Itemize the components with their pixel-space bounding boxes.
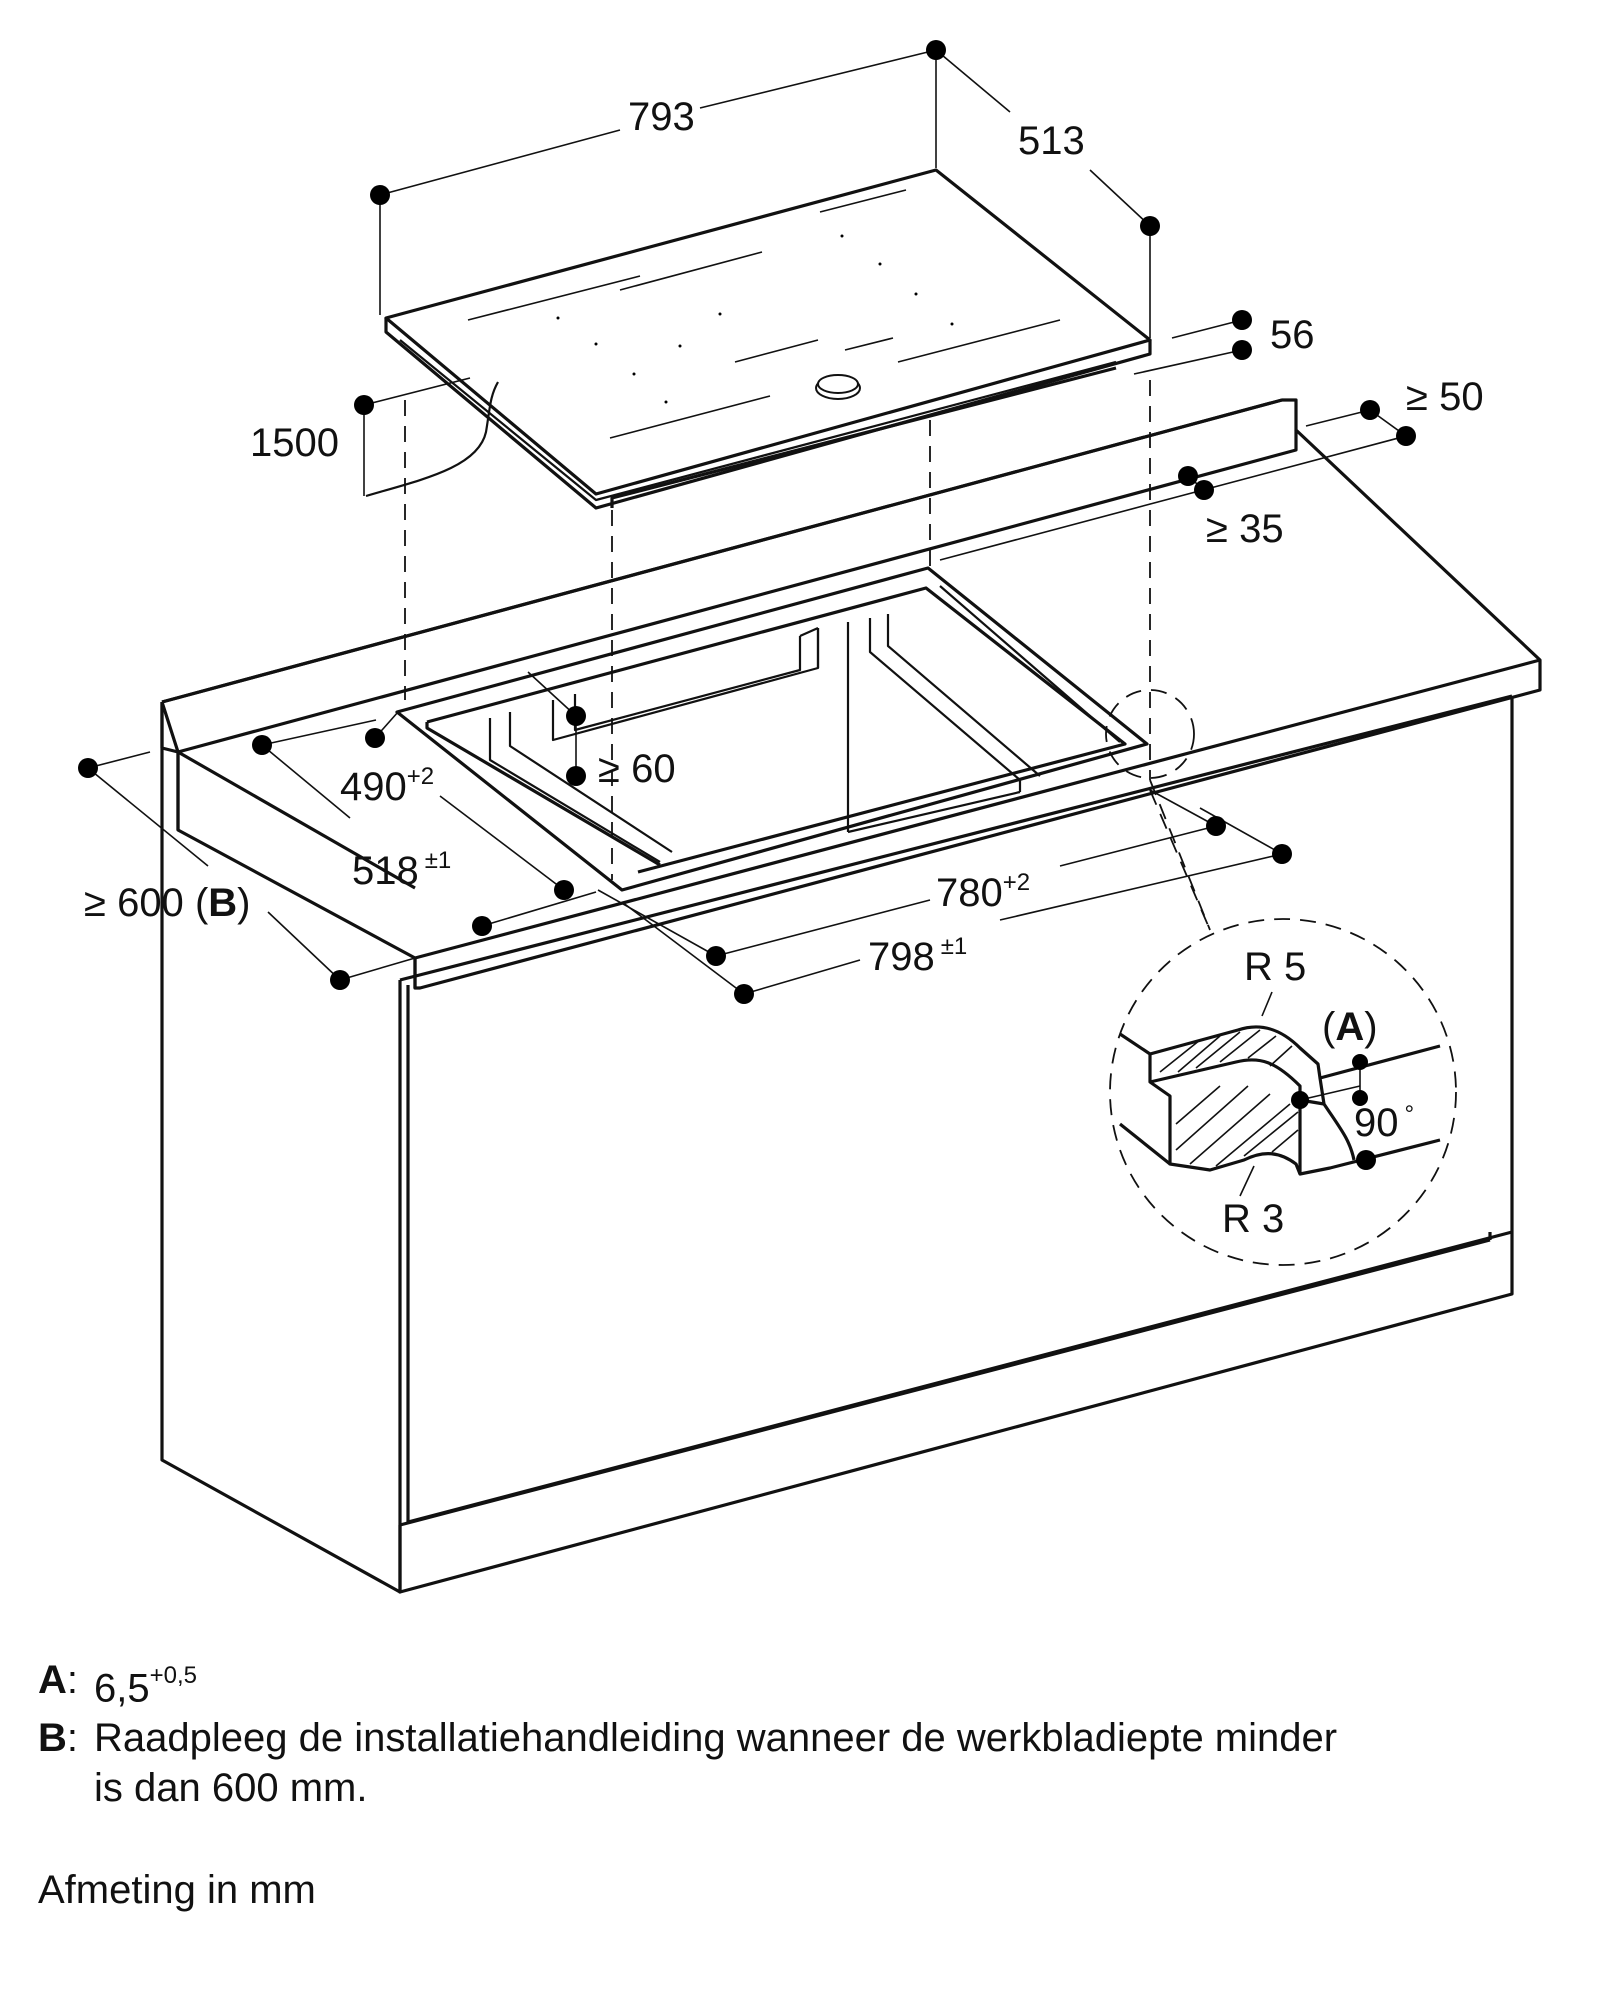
detail-callout <box>1105 689 1457 1266</box>
unit-note: Afmeting in mm <box>38 1868 316 1913</box>
label-cut-depth-outer: 518±1 <box>352 847 451 893</box>
label-rear-min: ≥ 50 <box>1406 375 1484 419</box>
detail-labels: R 5 R 3 (A) 90° <box>1222 945 1414 1241</box>
label-hob-depth: 513 <box>1018 119 1085 163</box>
label-cut-width-outer: 798±1 <box>868 933 967 979</box>
label-depth-b-key: B <box>208 881 237 925</box>
note-b: B: Raadpleeg de installatiehandleiding w… <box>38 1713 1578 1813</box>
label-hob-height: 56 <box>1270 313 1315 357</box>
note-a-sup: +0,5 <box>149 1662 197 1689</box>
control-knob-icon <box>815 374 861 400</box>
note-a-text: 6,5 <box>94 1666 150 1711</box>
cutout <box>395 566 1149 892</box>
label-depth-min-value: ≥ 600 <box>84 881 184 925</box>
label-angle: 90° <box>1354 1101 1414 1145</box>
label-cut-depth-inner: 490+2 <box>340 763 434 809</box>
hob <box>365 168 1152 510</box>
label-depth-min: ≥ 600 (B) <box>84 881 250 925</box>
label-rear-clear: ≥ 35 <box>1206 507 1284 551</box>
label-radius-inner: R 3 <box>1222 1197 1284 1241</box>
note-b-text-2: is dan 600 mm. <box>94 1766 368 1811</box>
legend-notes: A: 6,5+0,5 B: Raadpleeg de installatieha… <box>38 1655 1578 1915</box>
dimension-dots <box>78 40 1416 1004</box>
label-depth-b-close: ) <box>237 881 250 925</box>
label-a-marker: (A) <box>1322 1005 1378 1049</box>
label-cable-length: 1500 <box>250 421 339 465</box>
note-b-key: B <box>38 1716 67 1761</box>
label-rail-min: ≥ 60 <box>598 747 676 791</box>
note-b-text: Raadpleeg de installatiehandleiding wann… <box>94 1716 1338 1761</box>
worktop <box>160 398 1542 990</box>
note-a: A: 6,5+0,5 <box>38 1658 197 1711</box>
projection-lines <box>404 380 1211 931</box>
label-hob-width: 793 <box>628 95 695 139</box>
label-cut-width-inner: 780+2 <box>936 869 1030 915</box>
hatch-pattern <box>1159 1029 1299 1167</box>
dimension-labels: 793 513 56 1500 ≥ 50 ≥ 35 ≥ 60 ≥ 600 (B)… <box>84 95 1484 979</box>
label-radius-outer: R 5 <box>1244 945 1306 989</box>
dimension-lines <box>87 49 1407 995</box>
note-a-key: A <box>38 1658 67 1702</box>
label-depth-b-open: ( <box>195 881 209 925</box>
cabinet <box>160 694 1514 1594</box>
